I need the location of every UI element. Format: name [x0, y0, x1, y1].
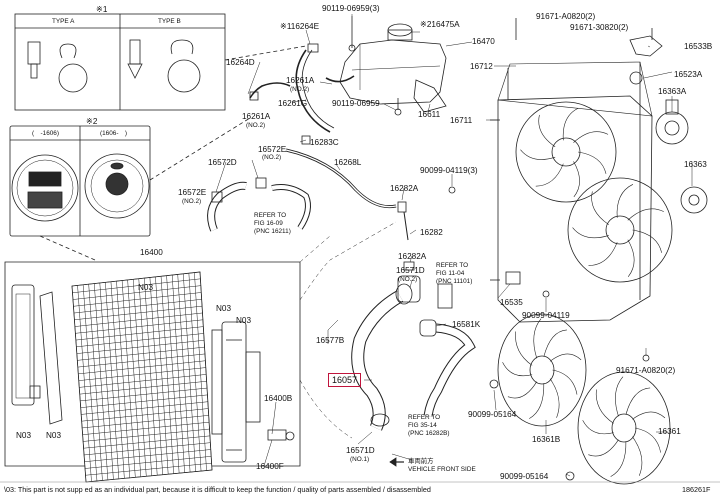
part-label-90099-04119[interactable]: 90099-04119 [522, 311, 570, 320]
part-label-16361[interactable]: 16361 [658, 427, 681, 436]
part-label-16470[interactable]: 16470 [472, 37, 495, 46]
part-label-91671-30820-2[interactable]: 91671-30820(2) [570, 23, 629, 32]
part-label-16523a[interactable]: 16523A [674, 70, 703, 79]
part-label-16261a-upper-no: (NO.2) [290, 86, 310, 93]
clamp-legend-box [14, 13, 226, 111]
refer-upper-line3[interactable]: (PNC 16211) [254, 228, 291, 235]
part-label-16577b[interactable]: 16577B [316, 336, 345, 345]
radiator-box [4, 261, 301, 483]
part-label-16712[interactable]: 16712 [470, 62, 493, 71]
part-label-16611[interactable]: 16611 [418, 110, 441, 119]
legend-type-b: TYPE B [158, 18, 181, 25]
part-label-16264e[interactable]: ※116264E [280, 22, 320, 31]
part-label-16268l[interactable]: 16268L [334, 158, 362, 167]
hoses-top [207, 49, 409, 241]
part-label-16261a-upper[interactable]: 16261A [286, 76, 315, 85]
part-label-16533b[interactable]: 16533B [684, 42, 713, 51]
part-label-16282a-upper[interactable]: 16282A [390, 184, 419, 193]
fan-16361b [497, 313, 587, 427]
vehicle-front-jp: 車両前方 [408, 458, 434, 465]
fan-shroud [490, 61, 673, 323]
part-label-16572e-upper[interactable]: 16572E [258, 145, 287, 154]
refer-mid-line1[interactable]: REFER TO [436, 262, 469, 269]
part-label-16400f[interactable]: 16400F [256, 462, 284, 471]
label-n03-right: N03 [236, 316, 252, 325]
part-label-90099-04119-3[interactable]: 90099-04119(3) [420, 166, 478, 175]
part-label-16581k[interactable]: 16581K [452, 320, 481, 329]
part-label-16261a-left[interactable]: 16261A [242, 112, 271, 121]
label-n03-right-top: N03 [216, 304, 232, 313]
part-label-16711[interactable]: 16711 [450, 116, 473, 125]
part-label-16264d[interactable]: 16264D [226, 58, 255, 67]
leader-lines [215, 14, 693, 477]
legend-mark-1: ※1 [96, 5, 108, 14]
part-label-91671-a0820-2-lower[interactable]: 91671-A0820(2) [616, 366, 676, 375]
part-label-16057-highlighted[interactable]: 16057 [328, 373, 362, 387]
part-label-16571d-lower[interactable]: 16571D [346, 446, 375, 455]
refer-lower-line2[interactable]: FIG 35-14 [408, 422, 437, 429]
lower-radiator-hose [351, 275, 476, 431]
part-label-90119-06959-3[interactable]: 90119-06959(3) [322, 4, 380, 13]
part-label-16572e-left-no: (NO.2) [182, 198, 202, 205]
fan-16361 [577, 371, 671, 485]
part-label-16283c[interactable]: 16283C [310, 138, 339, 147]
refer-upper-line2[interactable]: FIG 16-09 [254, 220, 283, 227]
footnote: \03: This part is not supp ed as an indi… [4, 485, 431, 494]
refer-upper-line1[interactable]: REFER TO [254, 212, 287, 219]
part-label-16363a[interactable]: 16363A [658, 87, 687, 96]
part-label-16363[interactable]: 16363 [684, 160, 707, 169]
page-code: 186261F [682, 485, 711, 494]
cap-legend-box [9, 125, 151, 237]
part-label-16572e-upper-no: (NO.2) [262, 154, 282, 161]
part-label-16400[interactable]: 16400 [140, 248, 163, 257]
part-label-90099-05164-upper[interactable]: 90099-05164 [468, 410, 517, 419]
reservoir-tank [339, 16, 447, 116]
part-label-16572e-left[interactable]: 16572E [178, 188, 207, 197]
label-n03-core: N03 [138, 283, 154, 292]
part-label-16535[interactable]: 16535 [500, 298, 523, 307]
vehicle-front-en: VEHICLE FRONT SIDE [408, 466, 476, 473]
refer-lower-line3[interactable]: (PNC 16282B) [408, 430, 450, 437]
legend-period-a: ( -1606) [32, 130, 59, 137]
label-n03-left: N03 [16, 431, 32, 440]
legend-period-b: (1606- ) [100, 130, 127, 137]
part-label-16571d-upper-no: (NO.2) [398, 276, 418, 283]
refer-lower-line1[interactable]: REFER TO [408, 414, 441, 421]
part-label-16282a-mid[interactable]: 16282A [398, 252, 427, 261]
fan-motors [655, 99, 708, 214]
refer-mid-line2[interactable]: FIG 11-04 [436, 270, 465, 277]
hose-clamps [211, 43, 415, 271]
part-label-16475a[interactable]: ※216475A [420, 20, 460, 29]
upper-bracket [515, 18, 663, 85]
part-label-16400b[interactable]: 16400B [264, 394, 293, 403]
refer-mid-line3[interactable]: (PNC 11101) [436, 278, 473, 285]
part-label-16572d[interactable]: 16572D [208, 158, 237, 167]
part-label-16282[interactable]: 16282 [420, 228, 443, 237]
part-label-16261g[interactable]: 16261G [278, 99, 308, 108]
part-label-90099-05164-lower[interactable]: 90099-05164 [500, 472, 549, 481]
part-label-16571d-upper[interactable]: 16571D [396, 266, 425, 275]
part-label-16361b[interactable]: 16361B [532, 435, 561, 444]
part-label-90119-06959[interactable]: 90119-06959 [332, 99, 380, 108]
legend-type-a: TYPE A [52, 18, 75, 25]
front-arrow-head [389, 457, 397, 467]
clip-16535 [505, 271, 521, 285]
part-label-16571d-lower-no: (NO.1) [350, 456, 370, 463]
legend-mark-2: ※2 [86, 117, 98, 126]
part-label-91671-a0820-2[interactable]: 91671-A0820(2) [536, 12, 596, 21]
label-n03-strip: N03 [46, 431, 62, 440]
part-label-16261a-left-no: (NO.2) [246, 122, 266, 129]
